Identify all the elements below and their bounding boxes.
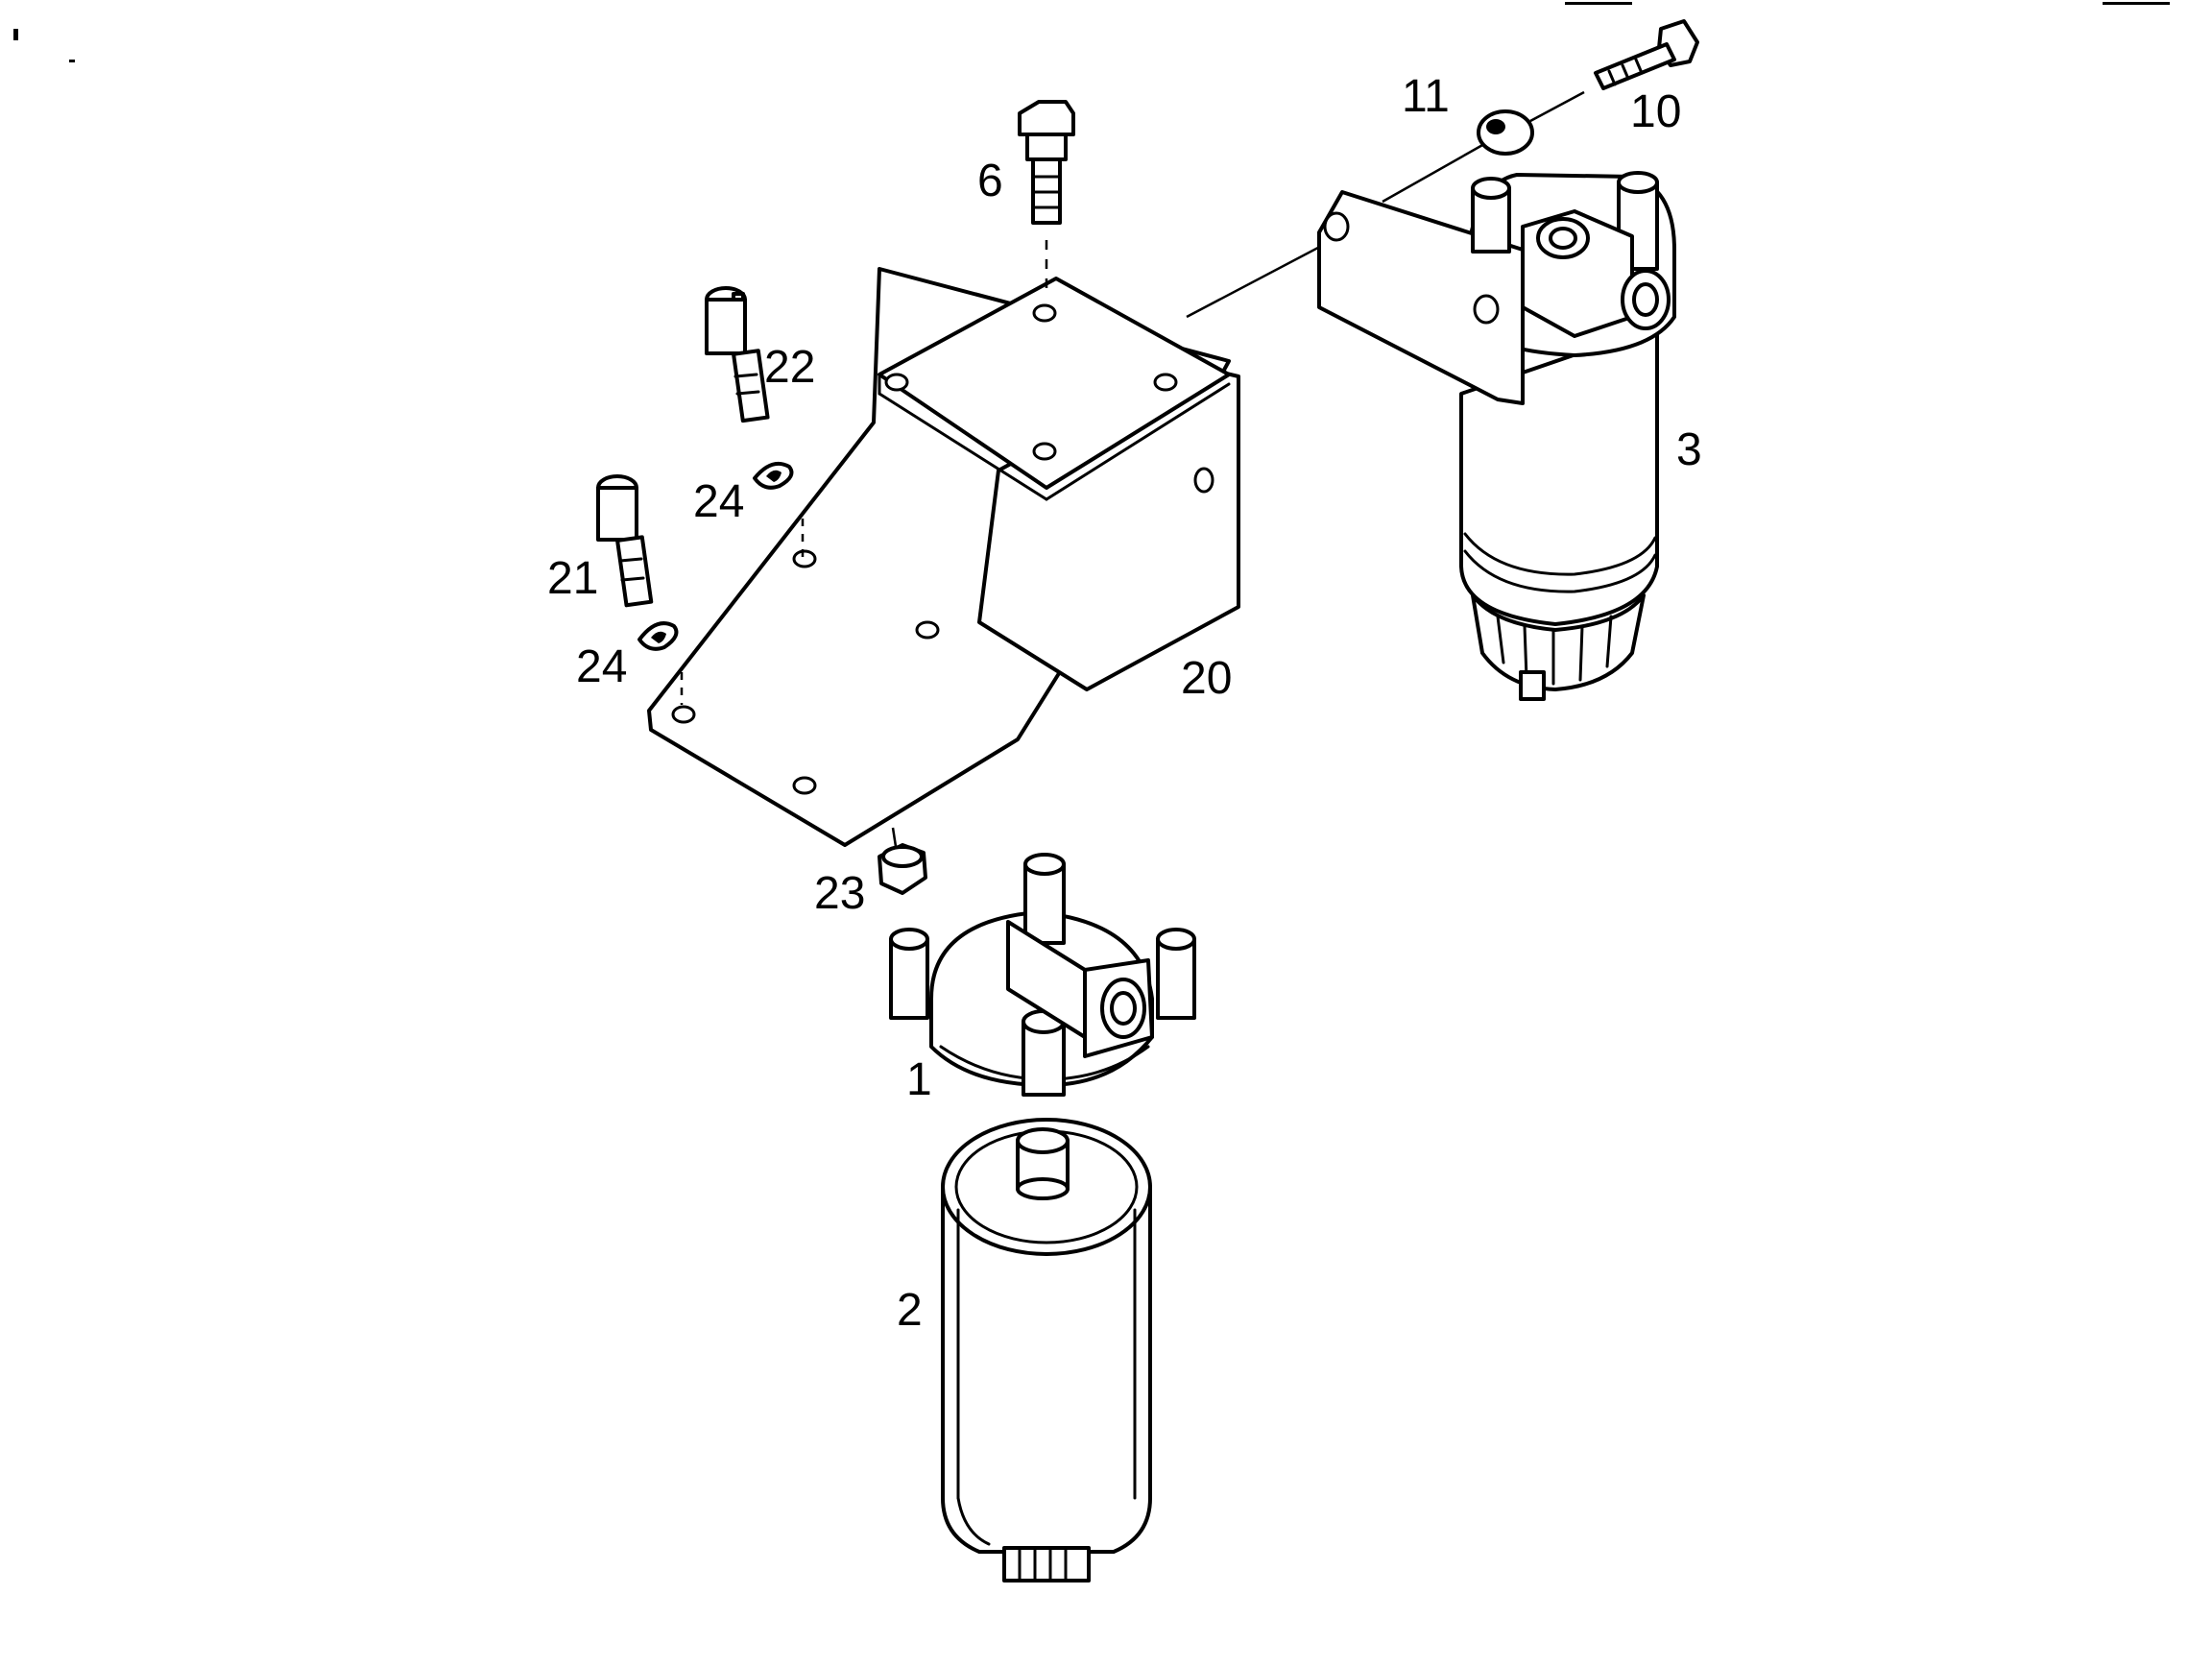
callout-3: 3 <box>1676 424 1702 475</box>
screw-22 <box>705 286 770 423</box>
filter-separator-assembly <box>1317 171 1676 701</box>
scan-artifacts <box>13 2 2170 62</box>
washer-24-lower <box>637 621 684 705</box>
filter-head <box>889 853 1196 1097</box>
callout-2: 2 <box>897 1285 923 1336</box>
bolt-10 <box>1594 19 1699 90</box>
nut-23 <box>878 827 927 895</box>
callout-6: 6 <box>977 156 1003 206</box>
callout-labels: 1 2 3 6 10 11 20 21 22 23 24 24 <box>547 71 1702 1336</box>
mounting-bracket <box>647 267 1240 847</box>
washer-11 <box>1186 90 1585 319</box>
callout-10: 10 <box>1630 86 1681 137</box>
callout-22: 22 <box>764 342 815 393</box>
filter-cartridge <box>941 1118 1152 1582</box>
callout-11: 11 <box>1402 71 1450 122</box>
callout-24-lower: 24 <box>576 641 627 692</box>
callout-1: 1 <box>906 1054 932 1105</box>
screw-21 <box>596 474 654 608</box>
bolt-6 <box>1018 100 1075 298</box>
callout-21: 21 <box>547 553 598 604</box>
washer-24-upper <box>753 462 805 557</box>
callout-23: 23 <box>814 868 865 919</box>
callout-20: 20 <box>1181 653 1232 704</box>
callout-24-upper: 24 <box>693 476 744 527</box>
